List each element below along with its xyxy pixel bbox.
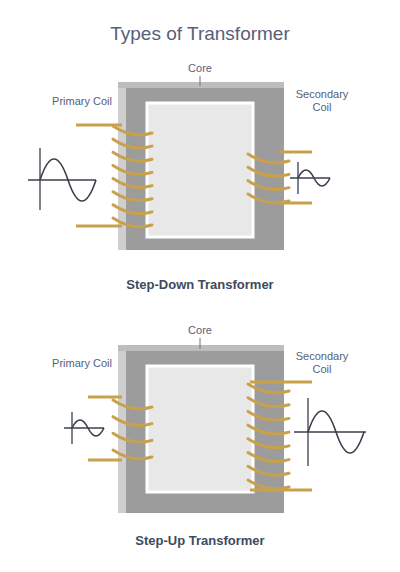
secondary-lead (250, 381, 312, 384)
output-wave (290, 162, 330, 194)
primary-lead (88, 459, 122, 462)
coil-winding (113, 139, 152, 148)
coil-winding (248, 480, 289, 489)
part-label: Primary Coil (50, 95, 114, 108)
secondary-lead (280, 151, 312, 154)
coil-winding (113, 165, 152, 174)
core-label: Core (170, 62, 230, 75)
primary-lead (88, 396, 122, 399)
input-wave (28, 148, 96, 210)
leader-line (200, 338, 201, 349)
core-outer (118, 345, 284, 513)
coil-winding (248, 411, 289, 420)
coil-winding (113, 433, 152, 442)
transformer-caption: Step-Up Transformer (70, 534, 330, 549)
coil-winding (113, 400, 152, 409)
coil-winding (113, 205, 152, 214)
coil-windings (113, 384, 289, 489)
core-outer (118, 82, 284, 250)
transformer-caption: Step-Down Transformer (70, 278, 330, 293)
part-label: Primary Coil (50, 357, 114, 370)
core-window-edge (147, 366, 253, 492)
core-window (147, 103, 253, 237)
coil-winding (248, 453, 289, 462)
step-down-transformer (28, 76, 330, 250)
coil-winding (113, 126, 152, 135)
coil-winding (248, 466, 289, 475)
part-label: Secondary Coil (286, 350, 358, 375)
coil-winding (248, 154, 289, 163)
core-face (118, 345, 126, 513)
coil-winding (113, 417, 152, 426)
primary-lead (76, 124, 122, 127)
coil-winding (248, 181, 289, 190)
secondary-lead (280, 202, 312, 205)
coil-windings (113, 126, 289, 227)
coil-winding (248, 167, 289, 176)
coil-winding (113, 192, 152, 201)
coil-winding (248, 384, 289, 393)
part-label: Secondary Coil (286, 88, 358, 113)
primary-lead (76, 225, 122, 228)
coil-winding (113, 152, 152, 161)
coil-winding (248, 439, 289, 448)
coil-winding (248, 398, 289, 407)
coil-winding (113, 450, 152, 459)
coil-winding (248, 425, 289, 434)
core-window-edge (147, 103, 253, 237)
coil-winding (113, 179, 152, 188)
secondary-lead (250, 489, 312, 492)
core-label: Core (170, 324, 230, 337)
input-wave (64, 412, 104, 444)
core-face (118, 345, 284, 351)
core-window (147, 366, 253, 492)
leader-line (200, 76, 201, 86)
output-wave (294, 398, 366, 466)
diagram-title: Types of Transformer (10, 23, 390, 45)
core-face (118, 82, 284, 88)
